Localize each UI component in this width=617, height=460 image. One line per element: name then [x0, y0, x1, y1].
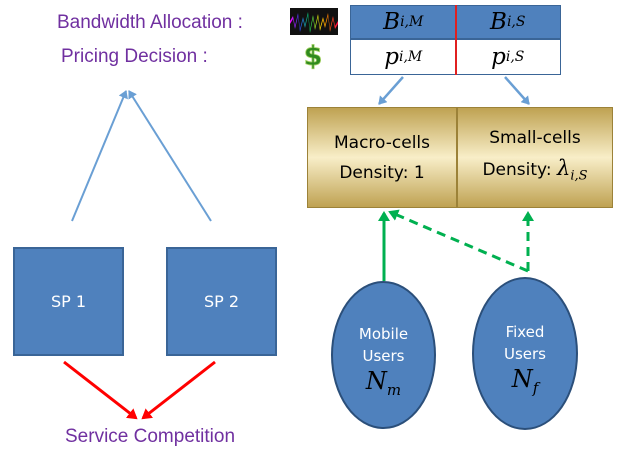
sp1-competition-arrow — [63, 360, 138, 420]
price-small-to-cells-arrow — [504, 76, 530, 105]
mobile-users-line2: Users — [362, 347, 405, 365]
fixed-users-symbol: Nf — [511, 365, 539, 397]
fixed-users-ellipse: Fixed Users Nf — [472, 277, 578, 430]
pricing-decision-label: Pricing Decision : — [61, 46, 208, 67]
fixed-to-macro-arrow — [388, 209, 529, 273]
sp2-to-decision-arrow — [128, 90, 212, 222]
bandwidth-allocation-label: Bandwidth Allocation : — [57, 12, 243, 33]
service-competition-label: Service Competition — [65, 426, 236, 447]
spectrum-icon — [290, 8, 338, 35]
mobile-users-ellipse: Mobile Users Nm — [331, 281, 436, 429]
macro-cells-density: Density: 1 — [339, 162, 425, 183]
price-macro-to-cells-arrow — [378, 76, 404, 105]
dollar-icon: $ — [302, 40, 324, 73]
macro-cells-name: Macro-cells — [333, 132, 430, 153]
mobile-users-symbol: Nm — [365, 367, 402, 399]
fixed-users-line1: Fixed — [505, 323, 545, 341]
sp-2-box: SP 2 — [166, 247, 277, 356]
macro-cells-box: Macro-cells Density: 1 — [307, 107, 457, 208]
svg-text:$: $ — [304, 41, 323, 70]
allocation-divider — [455, 5, 457, 75]
small-cells-density: Density: λi,S — [482, 156, 588, 184]
sp2-competition-arrow — [141, 360, 216, 420]
sp1-to-decision-arrow — [71, 90, 128, 222]
fixed-users-line2: Users — [503, 345, 546, 363]
sp-1-box: SP 1 — [13, 247, 124, 356]
small-cells-name: Small-cells — [489, 128, 581, 149]
small-cells-box: Small-cells Density: λi,S — [457, 107, 613, 208]
mobile-users-line1: Mobile — [358, 325, 409, 343]
